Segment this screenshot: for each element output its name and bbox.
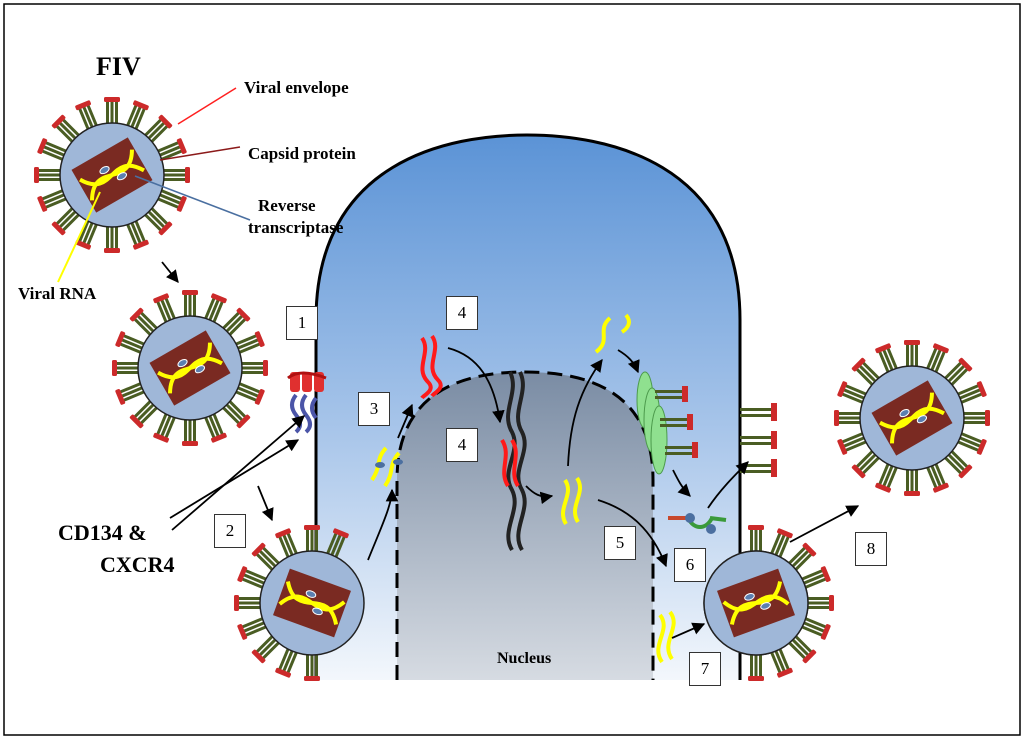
step-box-1: 1	[286, 306, 318, 340]
arrow-virion-approach	[161, 261, 179, 283]
membrane-glycoproteins	[740, 403, 777, 477]
callout-capsid	[159, 146, 241, 161]
virions	[34, 97, 990, 681]
step-box-5: 5	[604, 526, 636, 560]
arrow-to-membrane	[707, 461, 749, 509]
fiv-virion-free	[34, 97, 190, 253]
callout-viral-envelope	[177, 87, 237, 125]
label-viral-envelope: Viral envelope	[244, 78, 349, 97]
viral-rna-transcripts-nucleus	[561, 476, 582, 526]
arrow-to-er	[617, 349, 640, 374]
frame-border	[3, 3, 1021, 736]
step-box-3: 3	[358, 392, 390, 426]
process-arrows	[161, 261, 860, 639]
viral-dna-cytoplasm	[420, 334, 443, 400]
fiv-virion-budding-spikes	[703, 550, 834, 681]
fiv-virion-attaching	[112, 290, 268, 446]
arrow-export	[567, 358, 603, 467]
diagram-title: FIV	[96, 52, 141, 81]
cd134-receptor	[287, 371, 327, 392]
label-transcriptase: transcriptase	[248, 218, 344, 237]
callout-reverse-transcriptase	[134, 175, 251, 221]
arrow-integration	[525, 485, 554, 505]
nuclear-envelope	[395, 370, 655, 680]
step-box-4-cytoplasm: 4	[446, 296, 478, 330]
arrow-step-8	[789, 505, 860, 543]
arrow-step-7	[671, 622, 706, 639]
genomic-rna-for-packaging	[656, 610, 676, 664]
arrow-step-3	[397, 403, 414, 439]
arrow-fusion	[367, 488, 399, 561]
exported-viral-rna	[594, 313, 631, 354]
label-capsid-protein: Capsid protein	[248, 144, 356, 163]
fiv-virion-released	[834, 340, 990, 496]
integrated-provirus	[500, 371, 527, 552]
receptor-pointer-lines	[169, 415, 305, 531]
cxcr4-receptor	[290, 393, 318, 434]
label-receptors-1: CD134 &	[58, 520, 147, 545]
fiv-virion-fusing	[234, 525, 365, 681]
label-nucleus: Nucleus	[497, 650, 552, 667]
callout-viral-rna	[57, 191, 101, 283]
callout-lines	[57, 87, 251, 283]
step-box-4-nucleus: 4	[446, 428, 478, 462]
step-box-2: 2	[214, 514, 246, 548]
arrow-step-5	[597, 499, 668, 568]
step-box-6: 6	[674, 548, 706, 582]
step-box-8: 8	[855, 532, 887, 566]
uncoated-viral-rna	[370, 446, 403, 488]
arrow-step-2	[257, 485, 274, 522]
step-box-7: 7	[689, 652, 721, 686]
viral-proteins-assembly	[668, 513, 727, 534]
label-viral-rna: Viral RNA	[18, 284, 97, 303]
arrow-er-to-assembly	[672, 469, 691, 497]
label-receptors-2: CXCR4	[100, 552, 175, 577]
endoplasmic-reticulum	[636, 371, 698, 475]
arrow-step-4-import	[447, 347, 505, 424]
label-reverse: Reverse	[258, 196, 316, 215]
